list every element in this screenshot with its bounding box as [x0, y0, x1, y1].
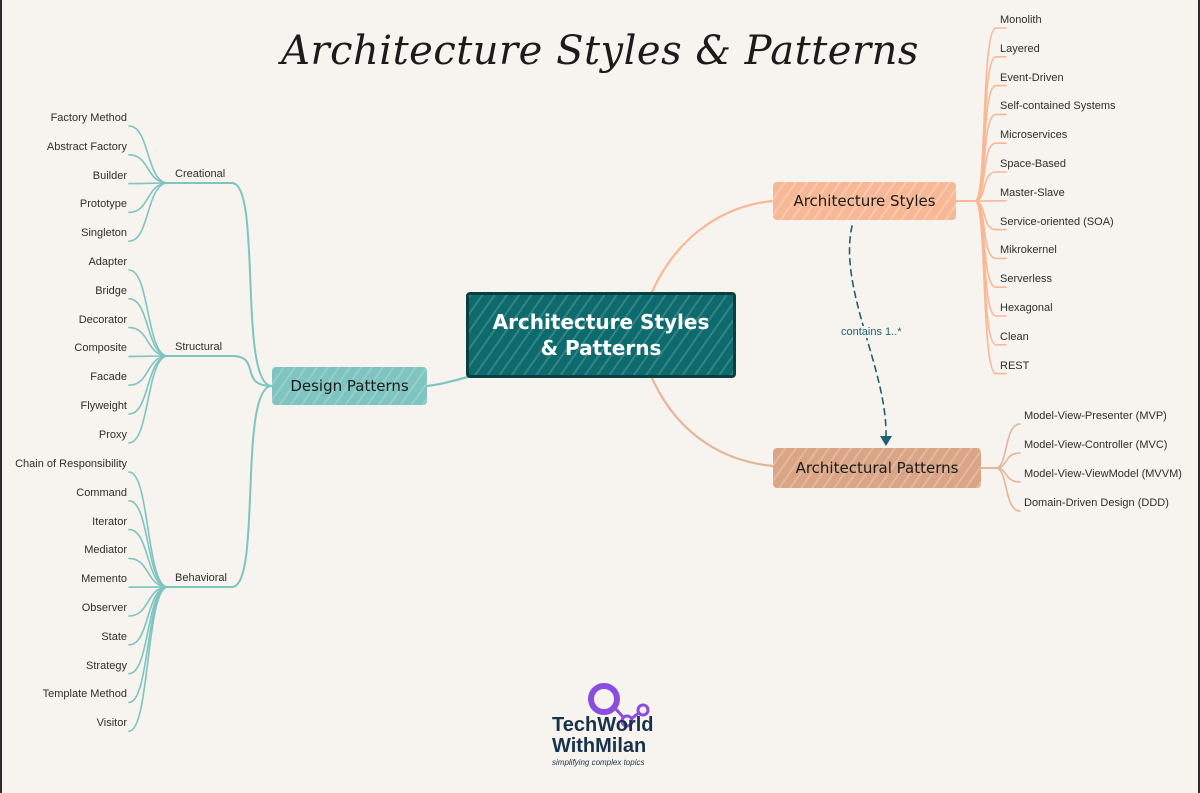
leaf-item[interactable]: Abstract Factory	[46, 140, 127, 153]
leaf-item[interactable]: Layered	[1000, 42, 1040, 55]
page-title: Architecture Styles & Patterns	[281, 28, 919, 74]
leaf-connector	[128, 125, 169, 184]
leaf-connector	[128, 154, 169, 184]
leaf-item[interactable]: State	[101, 630, 127, 643]
leaf-item[interactable]: Serverless	[1000, 273, 1052, 286]
leaf-connector	[128, 182, 169, 242]
leaf-item[interactable]: Prototype	[79, 198, 127, 211]
leaf-item[interactable]: Domain-Driven Design (DDD)	[1024, 497, 1169, 509]
leaf-item[interactable]: Observer	[81, 602, 127, 614]
leaf-item[interactable]: Model-View-Controller (MVC)	[1024, 439, 1168, 451]
leaf-connector	[128, 298, 169, 357]
leaf-item[interactable]: Builder	[92, 169, 127, 182]
logo-tagline: simplifying complex topics	[552, 758, 645, 767]
group-label[interactable]: Behavioral	[175, 572, 227, 584]
leaf-item[interactable]: Self-contained Systems	[1000, 100, 1116, 113]
leaf-connector	[128, 557, 169, 588]
root-to-architectural-patterns	[650, 376, 775, 468]
leaf-item[interactable]: Singleton	[81, 227, 127, 240]
logo-line-1: TechWorld	[552, 714, 654, 736]
leaf-item[interactable]: Command	[76, 486, 127, 499]
leaf-connector	[128, 500, 169, 588]
leaf-item[interactable]: Template Method	[42, 688, 127, 701]
leaf-item[interactable]: Model-View-ViewModel (MVVM)	[1024, 468, 1182, 480]
arrow-head-icon	[880, 436, 892, 446]
leaf-connector	[128, 269, 169, 357]
logo-line-2: WithMilan	[552, 735, 647, 757]
leaf-connector	[955, 113, 1007, 202]
leaf-item[interactable]: Monolith	[1000, 14, 1042, 26]
leaf-connector	[128, 326, 169, 357]
leaf-item[interactable]: Model-View-Presenter (MVP)	[1024, 410, 1167, 422]
leaf-item[interactable]: Hexagonal	[1000, 302, 1053, 314]
leaf-item[interactable]: Event-Driven	[1000, 71, 1064, 84]
leaf-item[interactable]: Iterator	[92, 515, 127, 528]
logo: TechWorld WithMilan simplifying complex …	[548, 678, 668, 773]
architectural-patterns-node[interactable]: Architectural Patterns	[773, 448, 981, 488]
root-to-design-patterns	[425, 375, 470, 388]
leaf-connector	[128, 355, 169, 386]
relation-label: contains 1..*	[839, 326, 904, 338]
leaf-item[interactable]: Decorator	[78, 313, 127, 326]
leaf-item[interactable]: Factory Method	[50, 112, 127, 124]
leaf-item[interactable]: Clean	[1000, 330, 1029, 343]
leaf-connector	[955, 200, 1007, 375]
leaf-item[interactable]: Proxy	[98, 428, 127, 441]
leaf-connector	[128, 471, 169, 588]
group-label[interactable]: Structural	[175, 341, 223, 353]
leaf-item[interactable]: Flyweight	[80, 400, 127, 412]
group-connector	[167, 355, 273, 387]
leaf-connector	[128, 355, 169, 444]
leaf-item[interactable]: Microservices	[1000, 129, 1068, 142]
leaf-connector	[980, 467, 1021, 512]
leaf-item[interactable]: Mediator	[84, 544, 127, 557]
group-connector	[167, 385, 273, 588]
leaf-item[interactable]: Facade	[90, 371, 127, 384]
relation-arrow	[848, 225, 887, 439]
leaf-item[interactable]: Composite	[74, 342, 127, 355]
leaf-item[interactable]: REST	[1000, 359, 1030, 372]
leaf-item[interactable]: Memento	[81, 573, 127, 586]
leaf-item[interactable]: Space-Based	[1000, 158, 1067, 170]
leaf-item[interactable]: Mikrokernel	[1000, 244, 1057, 257]
root-to-architecture-styles	[650, 199, 775, 294]
leaf-item[interactable]: Visitor	[96, 717, 127, 730]
root-line-2: & Patterns	[540, 336, 662, 360]
leaf-item[interactable]: Strategy	[86, 659, 127, 672]
root-line-1: Architecture Styles	[492, 310, 710, 334]
leaf-item[interactable]: Master-Slave	[1000, 186, 1065, 199]
leaf-connector	[980, 423, 1021, 469]
leaf-item[interactable]: Service-oriented (SOA)	[1000, 215, 1114, 228]
leaf-connector	[128, 528, 169, 588]
leaf-item[interactable]: Adapter	[88, 256, 127, 268]
architecture-styles-node[interactable]: Architecture Styles	[773, 182, 956, 220]
leaf-item[interactable]: Chain of Responsibility	[15, 458, 127, 470]
leaf-item[interactable]: Bridge	[95, 284, 127, 297]
leaf-connector	[128, 586, 169, 732]
leaf-connector	[128, 586, 169, 704]
leaf-connector	[128, 182, 169, 214]
root-node[interactable]: Architecture Styles & Patterns	[466, 292, 736, 378]
group-label[interactable]: Creational	[175, 168, 226, 180]
design-patterns-node[interactable]: Design Patterns	[272, 367, 427, 405]
group-connector	[167, 182, 273, 387]
logo-mark-icon	[588, 683, 650, 728]
